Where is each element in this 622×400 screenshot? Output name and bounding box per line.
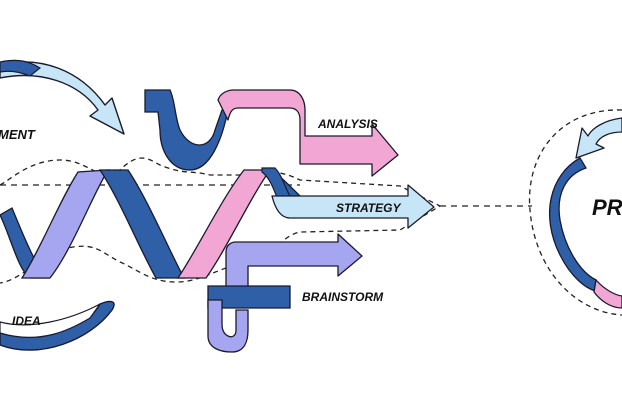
development-arrow xyxy=(0,61,125,135)
process-dashed-ring xyxy=(528,109,622,316)
label-development: MENT xyxy=(0,127,36,142)
strategy-arrow xyxy=(271,184,435,229)
label-idea: IDEA xyxy=(12,314,41,328)
label-analysis: ANALYSIS xyxy=(317,117,378,131)
process-ring-pink xyxy=(593,278,622,309)
brainstorm-ribbon-lavender xyxy=(207,299,249,353)
development-ribbon xyxy=(0,59,42,77)
wave-ribbon-dark-2 xyxy=(98,169,186,279)
process-ring-dark xyxy=(548,157,601,293)
analysis-arrow xyxy=(217,89,399,177)
process-arrow xyxy=(575,117,622,159)
label-strategy: STRATEGY xyxy=(336,201,401,215)
brainstorm-arrow xyxy=(225,233,363,297)
wave-ribbon-lavender-1 xyxy=(20,169,110,279)
label-brainstorm: BRAINSTORM xyxy=(302,290,384,304)
idea-ribbon-light xyxy=(0,303,101,338)
label-process: PR xyxy=(592,195,622,220)
analysis-ribbon-dark xyxy=(144,89,229,171)
